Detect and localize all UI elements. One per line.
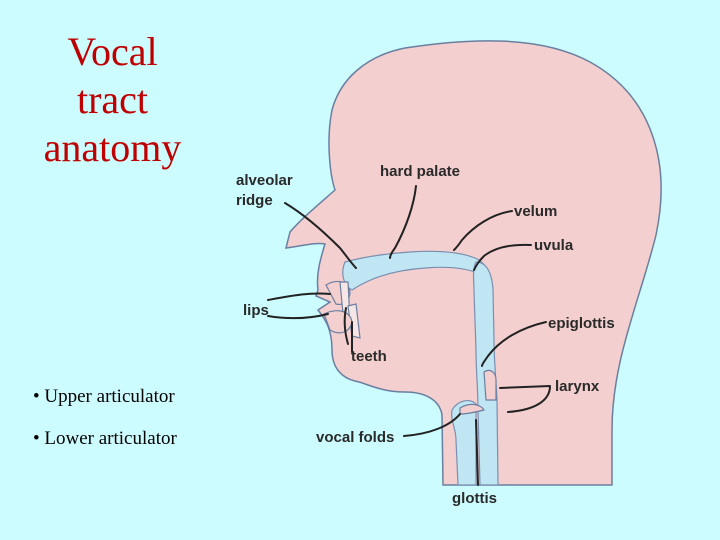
label-teeth: teeth (351, 348, 387, 365)
leader-lips-lower (268, 314, 328, 318)
label-lips: lips (243, 302, 269, 319)
label-epiglottis: epiglottis (548, 315, 615, 332)
label-vocal-folds: vocal folds (316, 429, 394, 446)
label-uvula: uvula (534, 237, 574, 254)
label-glottis: glottis (452, 490, 497, 507)
label-larynx: larynx (555, 378, 600, 395)
label-velum: velum (514, 203, 557, 220)
label-ridge: ridge (236, 192, 273, 209)
epiglottis-shape (484, 370, 496, 400)
label-hard-palate: hard palate (380, 163, 460, 180)
label-alveolar: alveolar (236, 172, 293, 189)
